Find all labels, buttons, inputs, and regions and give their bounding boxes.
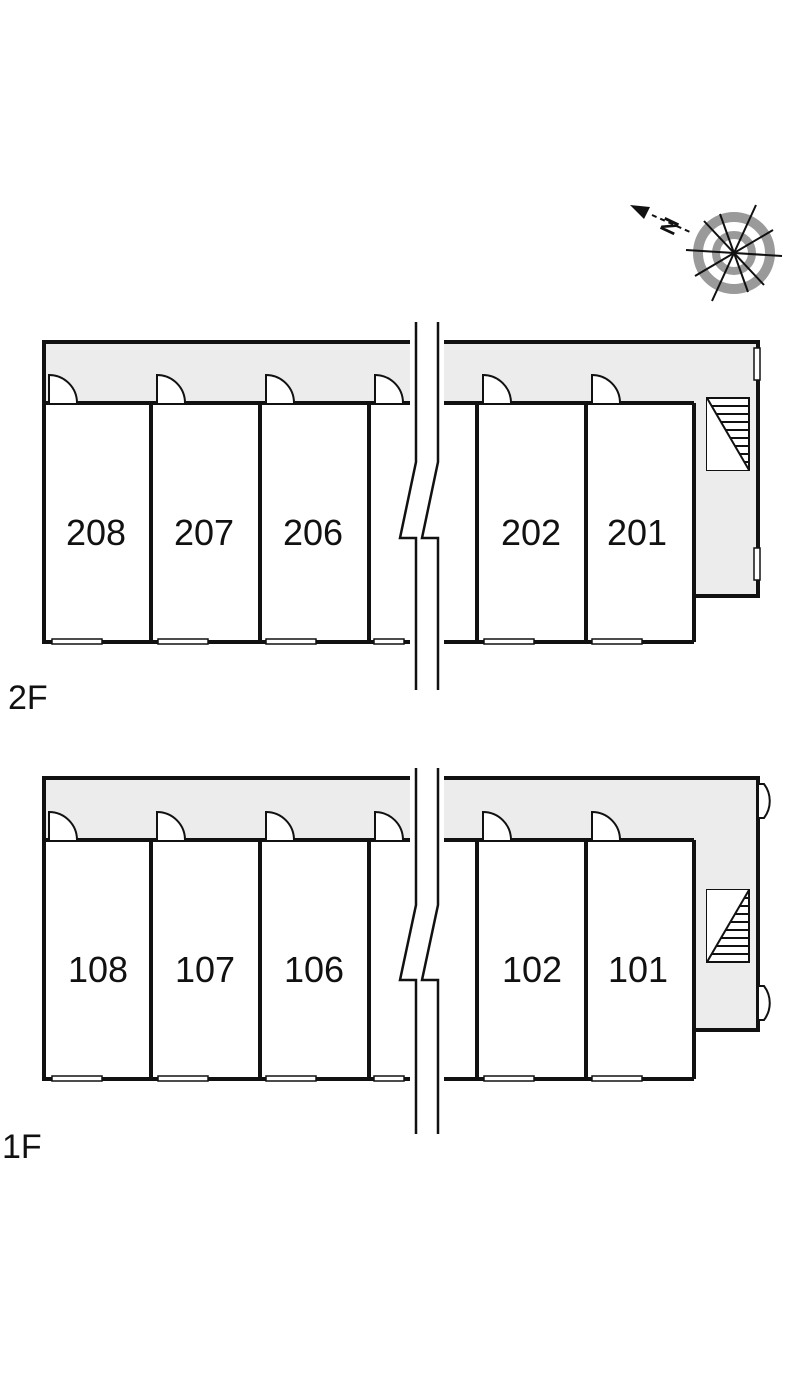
door-icon <box>265 373 295 404</box>
staircase-icon <box>706 889 750 963</box>
floor-label: 1F <box>2 1128 42 1166</box>
unit-label: 202 <box>501 512 561 553</box>
staircase-icon <box>706 397 750 471</box>
unit-label: 106 <box>284 949 344 990</box>
entrance-door-icon <box>757 985 771 1021</box>
door-icon <box>591 810 621 841</box>
unit-label: 207 <box>174 512 234 553</box>
compass-north-label: N <box>655 214 684 239</box>
door-icon <box>591 373 621 404</box>
break-line <box>398 768 444 1134</box>
door-icon <box>48 373 78 404</box>
unit-label: 101 <box>608 949 668 990</box>
door-icon <box>265 810 295 841</box>
floor-1f-plan: 108 107 106 102 101 1F <box>2 768 771 1166</box>
unit-label: 107 <box>175 949 235 990</box>
outer-wall <box>44 776 760 1032</box>
unit-label: 108 <box>68 949 128 990</box>
door-icon <box>48 810 78 841</box>
entrance-door-icon <box>757 783 771 819</box>
floor-label: 2F <box>8 679 48 717</box>
unit-label: 208 <box>66 512 126 553</box>
door-icon <box>374 373 404 404</box>
compass-icon: N <box>630 204 783 302</box>
unit-label: 102 <box>502 949 562 990</box>
floor-2f-plan: 208 207 206 202 201 2F <box>8 322 761 717</box>
unit-label: 201 <box>607 512 667 553</box>
outer-wall <box>44 340 760 598</box>
door-icon <box>482 810 512 841</box>
door-icon <box>374 810 404 841</box>
door-icon <box>156 810 186 841</box>
door-icon <box>156 373 186 404</box>
unit-label: 206 <box>283 512 343 553</box>
door-icon <box>482 373 512 404</box>
break-line <box>398 322 444 690</box>
